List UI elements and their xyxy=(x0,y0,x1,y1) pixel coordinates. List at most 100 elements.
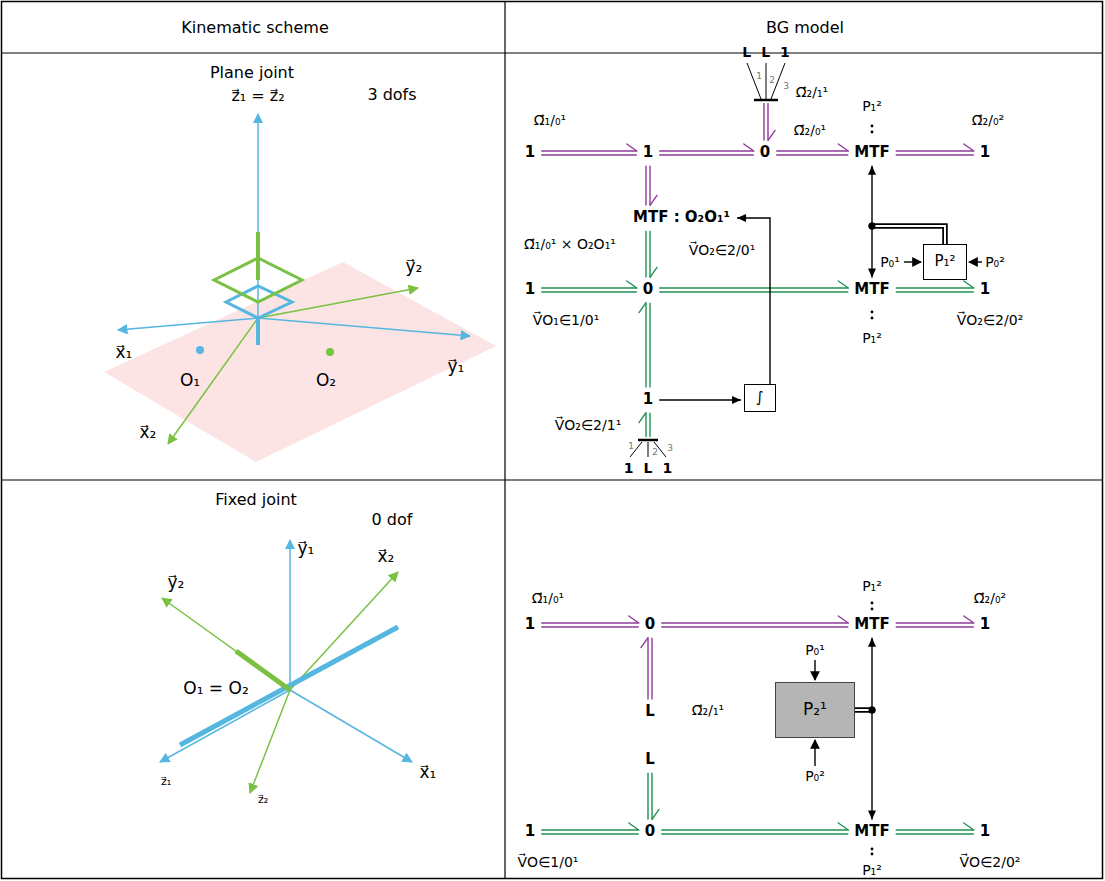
bond-line xyxy=(896,287,974,288)
bond-graph-element: MTF xyxy=(851,280,892,299)
bond-line xyxy=(763,103,764,140)
bond-half-arrow xyxy=(650,267,657,277)
text-label: z⃗₁ xyxy=(161,775,171,788)
axis-x2 xyxy=(290,572,398,690)
text-label: Ω⃗₁/₀¹ xyxy=(532,590,564,607)
bond-line xyxy=(776,150,848,151)
dot xyxy=(871,848,874,851)
axis-y2 xyxy=(258,288,418,318)
signal-line xyxy=(871,166,872,226)
bond-line xyxy=(651,638,652,700)
bond-half-arrow xyxy=(627,281,637,288)
dot xyxy=(871,125,874,128)
axis-y1 xyxy=(289,540,291,690)
text-label: P₀² xyxy=(805,768,825,785)
bond-line xyxy=(896,150,974,151)
axis-x1 xyxy=(290,690,412,762)
bond-line xyxy=(649,413,650,437)
bond-half-arrow xyxy=(838,281,848,288)
axis-z1 xyxy=(160,690,290,762)
signal-connector xyxy=(868,166,945,244)
text-label: Ω⃗₂/₀² xyxy=(974,590,1006,607)
bond-graph-element: 0 xyxy=(642,822,658,841)
bond-graph-element: 1 xyxy=(522,280,538,299)
bond-line xyxy=(659,154,754,155)
bond-half-arrow xyxy=(627,144,637,151)
dot xyxy=(871,311,874,314)
bond-line xyxy=(645,303,646,388)
node-text: P₁² xyxy=(934,253,955,270)
dot xyxy=(871,317,874,320)
text-label: Plane joint xyxy=(210,63,294,82)
bond-line xyxy=(659,287,848,288)
bond-line xyxy=(896,291,974,292)
bond-half-arrow xyxy=(768,130,775,140)
node-text: 1 xyxy=(980,144,990,161)
bond-graph-element: 0 xyxy=(757,143,773,162)
node-text: L xyxy=(645,751,655,768)
bond-line xyxy=(645,166,646,206)
bond-connector xyxy=(896,144,974,155)
arrow-head xyxy=(868,166,876,175)
text-label: V⃗O∈1/0¹ xyxy=(518,854,579,871)
node-text: 1 xyxy=(525,281,535,298)
source-fan xyxy=(630,440,666,457)
bond-connector xyxy=(896,823,974,834)
bond-line xyxy=(896,154,974,155)
bond-half-arrow xyxy=(838,616,848,623)
junction-dot xyxy=(869,707,876,714)
text-label: BG model xyxy=(766,18,844,37)
bond-connector xyxy=(648,773,659,820)
bond-line xyxy=(896,833,974,834)
text-label: y⃗₁ xyxy=(298,538,315,558)
bond-half-arrow xyxy=(639,303,646,313)
bond-line xyxy=(659,291,848,292)
bond-graph-element: 1 xyxy=(522,143,538,162)
text-label: x⃗₂ xyxy=(140,422,157,442)
input-arrow xyxy=(814,660,815,680)
text-label: O₁ = O₂ xyxy=(183,678,248,698)
bond-line xyxy=(661,626,848,627)
bond-graph-element: MTF xyxy=(851,615,892,634)
text-label: Ω⃗₂/₁¹ xyxy=(692,702,724,719)
bond-line xyxy=(649,303,650,388)
text-label: 3 dofs xyxy=(367,85,416,104)
signal-line xyxy=(659,399,741,400)
text-label: V⃗O₂∈2/1¹ xyxy=(555,417,622,434)
body2-stem xyxy=(256,232,260,280)
body1-bar xyxy=(180,627,398,745)
input-arrow xyxy=(814,740,815,766)
bond-graph-element: MTF : O₂O₁¹ xyxy=(630,208,733,227)
bond-graph-element: 0 xyxy=(640,280,656,299)
text-label: Ω⃗₂/₁¹ xyxy=(796,84,828,101)
text-label: x⃗₁ xyxy=(116,342,133,362)
node-text: 1 xyxy=(525,616,535,633)
text-label: Fixed joint xyxy=(215,490,297,509)
bond-connector xyxy=(661,616,848,627)
bond-connector xyxy=(541,281,637,292)
bond-connector xyxy=(659,281,848,292)
bond-connector xyxy=(661,823,848,834)
bond-half-arrow xyxy=(838,823,848,830)
bond-half-arrow xyxy=(629,616,639,623)
node-text: 0 xyxy=(645,616,655,633)
bond-half-arrow xyxy=(838,144,848,151)
bond-half-arrow xyxy=(652,809,659,819)
signal-connector xyxy=(737,214,770,384)
contact-plane xyxy=(104,262,496,462)
text-label: Ω⃗₂/₀² xyxy=(972,112,1004,129)
axis-x2 xyxy=(168,318,258,444)
signal-line xyxy=(871,638,872,710)
signal-connector xyxy=(855,707,876,820)
axis-y2 xyxy=(162,598,290,690)
text-label: O₁ xyxy=(180,370,200,390)
text-label: 2 xyxy=(652,447,658,458)
node-text: 1 xyxy=(525,823,535,840)
node-text: P₂¹ xyxy=(803,700,827,720)
bond-line xyxy=(649,231,650,278)
activated-bond xyxy=(872,226,945,244)
source-fan xyxy=(747,63,785,100)
bond-graph-element: 1 xyxy=(640,390,656,409)
